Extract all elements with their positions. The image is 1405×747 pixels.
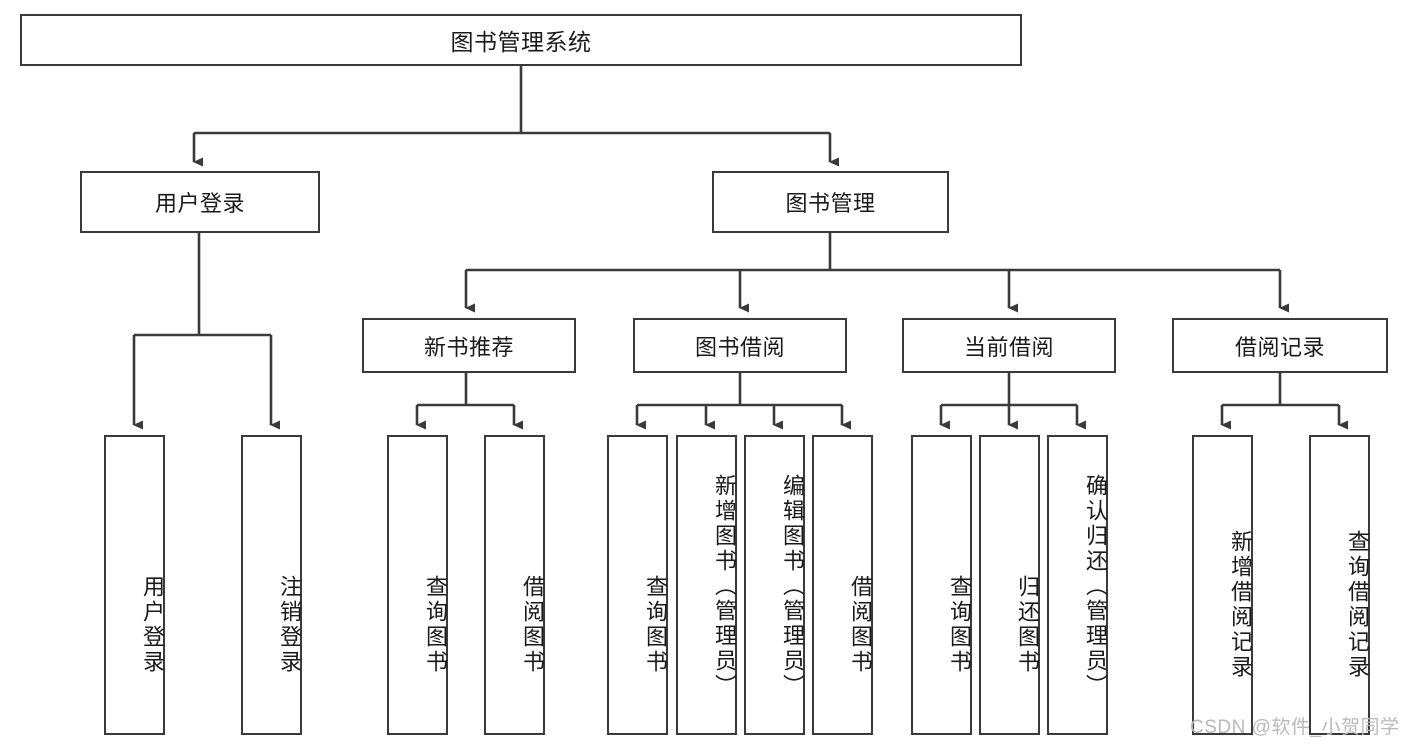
node-leaf-user-login[interactable]: 用户登录 <box>104 435 165 735</box>
node-leaf-logout[interactable]: 注销登录 <box>241 435 302 735</box>
node-book-management-system[interactable]: 图书管理系统 <box>20 14 1022 66</box>
node-leaf-query-book-2[interactable]: 查询图书 <box>607 435 668 735</box>
node-leaf-edit-book[interactable]: 编辑图书（管理员） <box>744 435 805 735</box>
node-leaf-return-book[interactable]: 归还图书 <box>979 435 1040 735</box>
node-leaf-borrow-book-1[interactable]: 借阅图书 <box>484 435 545 735</box>
node-leaf-borrow-book-2[interactable]: 借阅图书 <box>812 435 873 735</box>
node-book-borrow[interactable]: 图书借阅 <box>633 318 847 373</box>
node-leaf-query-book-3[interactable]: 查询图书 <box>911 435 972 735</box>
node-new-book-recommend[interactable]: 新书推荐 <box>362 318 576 373</box>
node-current-borrow[interactable]: 当前借阅 <box>902 318 1116 373</box>
node-leaf-add-record[interactable]: 新增借阅记录 <box>1192 435 1253 735</box>
node-user-login[interactable]: 用户登录 <box>80 171 320 233</box>
csdn-watermark: CSDN @软件_小贺同学 <box>1190 717 1400 738</box>
node-book-management[interactable]: 图书管理 <box>712 171 949 233</box>
node-leaf-add-book[interactable]: 新增图书（管理员） <box>676 435 737 735</box>
node-leaf-query-record[interactable]: 查询借阅记录 <box>1309 435 1370 735</box>
node-leaf-query-book-1[interactable]: 查询图书 <box>387 435 448 735</box>
node-borrow-record[interactable]: 借阅记录 <box>1172 318 1388 373</box>
node-leaf-confirm-return[interactable]: 确认归还（管理员） <box>1047 435 1108 735</box>
